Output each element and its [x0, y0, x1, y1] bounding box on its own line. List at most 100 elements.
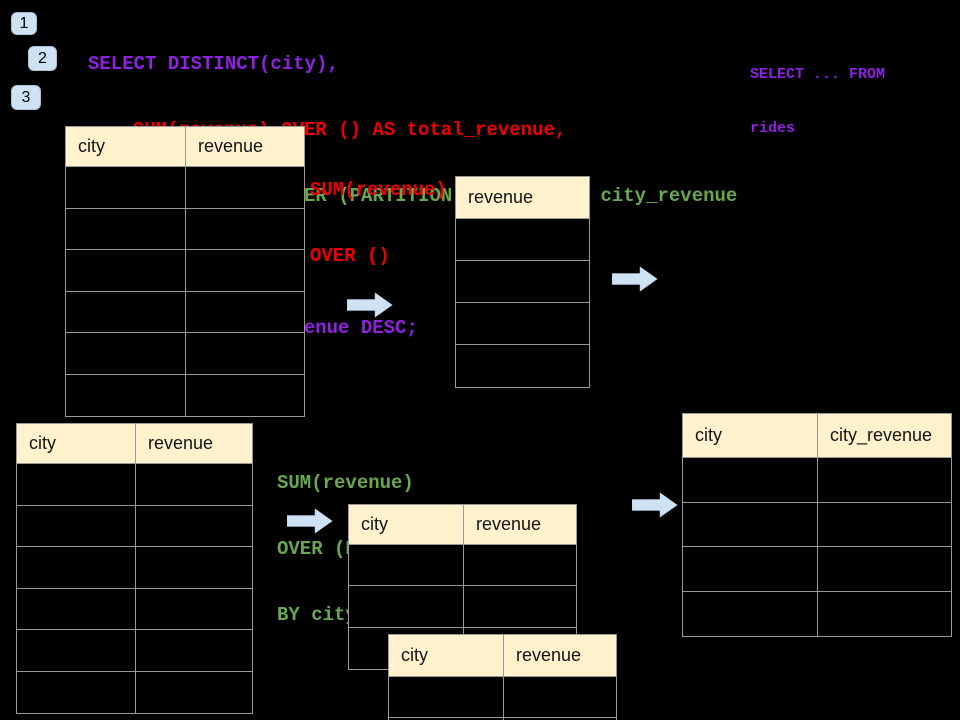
table-row [66, 167, 304, 209]
table-header-row: city revenue [66, 127, 304, 167]
table-cell [389, 677, 504, 717]
column-header: revenue [198, 136, 264, 156]
table-row [456, 303, 589, 345]
table-cell [389, 718, 504, 720]
table-header-row: city revenue [389, 635, 616, 677]
table-cell [17, 630, 136, 671]
table-header-row: city revenue [349, 505, 576, 545]
table-row [683, 591, 951, 637]
table-cell [186, 209, 304, 250]
table-cell [683, 591, 818, 636]
table-cell [186, 333, 304, 374]
table-cell [136, 672, 252, 714]
table-cell [136, 630, 252, 671]
column-header: city [349, 505, 464, 544]
table-row [17, 588, 252, 630]
step-3-badge: 3 [11, 85, 41, 110]
revenue-projection-table: revenue [455, 176, 590, 388]
table-row [389, 677, 616, 718]
note-line: rides [750, 120, 796, 137]
table-header-row: revenue [456, 177, 589, 219]
table-row [66, 208, 304, 250]
note-line: SELECT ... FROM [750, 66, 886, 83]
table-cell [186, 167, 304, 208]
table-cell [17, 671, 136, 713]
table-row [66, 333, 304, 375]
table-cell [17, 547, 136, 588]
table-cell [17, 464, 136, 505]
table-cell [456, 303, 589, 344]
table-row [456, 219, 589, 261]
table-row [683, 458, 951, 503]
table-cell [818, 503, 951, 547]
table-row [17, 547, 252, 589]
table-row [456, 261, 589, 303]
table-cell [136, 506, 252, 547]
table-row [456, 345, 589, 387]
table-cell [456, 219, 589, 260]
column-header: revenue [468, 187, 534, 207]
sql-code-line: SELECT DISTINCT(city), [88, 53, 339, 75]
table-cell [136, 464, 252, 505]
table-cell [456, 345, 589, 387]
note-line: SUM(revenue) [310, 179, 447, 201]
table-cell [456, 261, 589, 302]
table-cell [66, 167, 186, 208]
rides-source-table-step1: city revenue [65, 126, 305, 417]
flow-arrow-right-icon [347, 292, 393, 318]
table-row [17, 505, 252, 547]
rides-source-table-step2: city revenue [16, 423, 253, 714]
column-header: revenue [476, 514, 542, 534]
column-header: city [683, 414, 818, 457]
table-cell [17, 505, 136, 546]
table-cell [683, 458, 818, 502]
table-cell [683, 502, 818, 546]
table-cell [186, 375, 304, 417]
table-cell [66, 291, 186, 332]
step-2-badge: 2 [28, 46, 57, 71]
column-header: revenue [148, 433, 214, 453]
table-row [66, 374, 304, 417]
table-cell [464, 545, 576, 585]
note-line: OVER () [310, 245, 390, 267]
column-header: revenue [516, 645, 582, 665]
table-cell [186, 292, 304, 333]
table-row [17, 630, 252, 672]
table-cell [504, 677, 616, 717]
table-cell [464, 586, 576, 626]
column-header: city [66, 127, 186, 166]
column-header: city [389, 635, 504, 676]
table-cell [818, 592, 951, 637]
table-header-row: city city_revenue [683, 414, 951, 458]
table-row [66, 250, 304, 292]
table-cell [66, 374, 186, 416]
table-cell [349, 545, 464, 586]
total-revenue-annotation: SUM(revenue) OVER () [310, 135, 447, 289]
table-cell [66, 250, 186, 291]
table-cell [186, 250, 304, 291]
table-row [683, 547, 951, 592]
table-row [17, 464, 252, 506]
step-1-badge: 1 [11, 12, 37, 35]
table-header-row: city revenue [17, 424, 252, 464]
table-row [683, 502, 951, 547]
table-row [389, 718, 616, 720]
table-cell [349, 586, 464, 627]
table-row [349, 586, 576, 628]
table-cell [66, 208, 186, 249]
partition-by-city-table-front: city revenue [388, 634, 617, 720]
table-cell [136, 547, 252, 588]
table-cell [136, 589, 252, 630]
table-cell [818, 547, 951, 591]
table-row [349, 545, 576, 587]
table-cell [683, 547, 818, 591]
flow-arrow-right-icon [632, 492, 678, 518]
flow-arrow-right-icon [612, 266, 658, 292]
city-revenue-result-table: city city_revenue [682, 413, 952, 637]
table-row [17, 671, 252, 714]
note-line: SUM(revenue) [277, 472, 414, 494]
column-header: city_revenue [830, 425, 933, 445]
flow-arrow-right-icon [287, 508, 333, 534]
table-cell [818, 458, 951, 502]
column-header: city [17, 424, 136, 463]
